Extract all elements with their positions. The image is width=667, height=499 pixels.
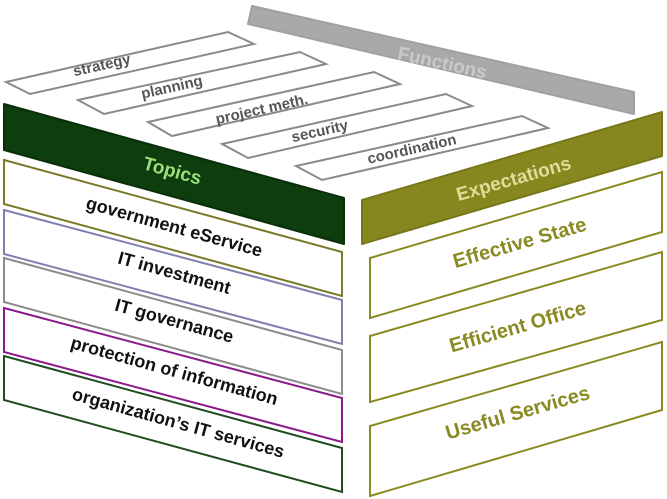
function-box-strategy — [3, 30, 258, 96]
topic-box-protection-of-information — [3, 306, 343, 444]
topic-box-organizations-it-services — [3, 354, 343, 494]
function-box-project-meth — [145, 70, 404, 138]
function-label-coordination: coordination — [366, 131, 458, 168]
topic-box-it-governance — [3, 256, 343, 396]
function-box-planning — [75, 50, 330, 116]
topic-box-it-investment — [3, 208, 343, 346]
expectation-box-effective-state — [369, 170, 663, 320]
topics-header-bar — [3, 103, 345, 245]
expectation-box-efficient-office — [369, 250, 663, 404]
expectation-box-useful-services — [369, 340, 663, 498]
functions-header-bar — [247, 5, 635, 115]
topic-box-government-eservice — [3, 158, 343, 298]
expectations-header-bar — [361, 111, 663, 245]
function-box-coordination — [293, 114, 552, 182]
function-box-security — [219, 92, 476, 160]
